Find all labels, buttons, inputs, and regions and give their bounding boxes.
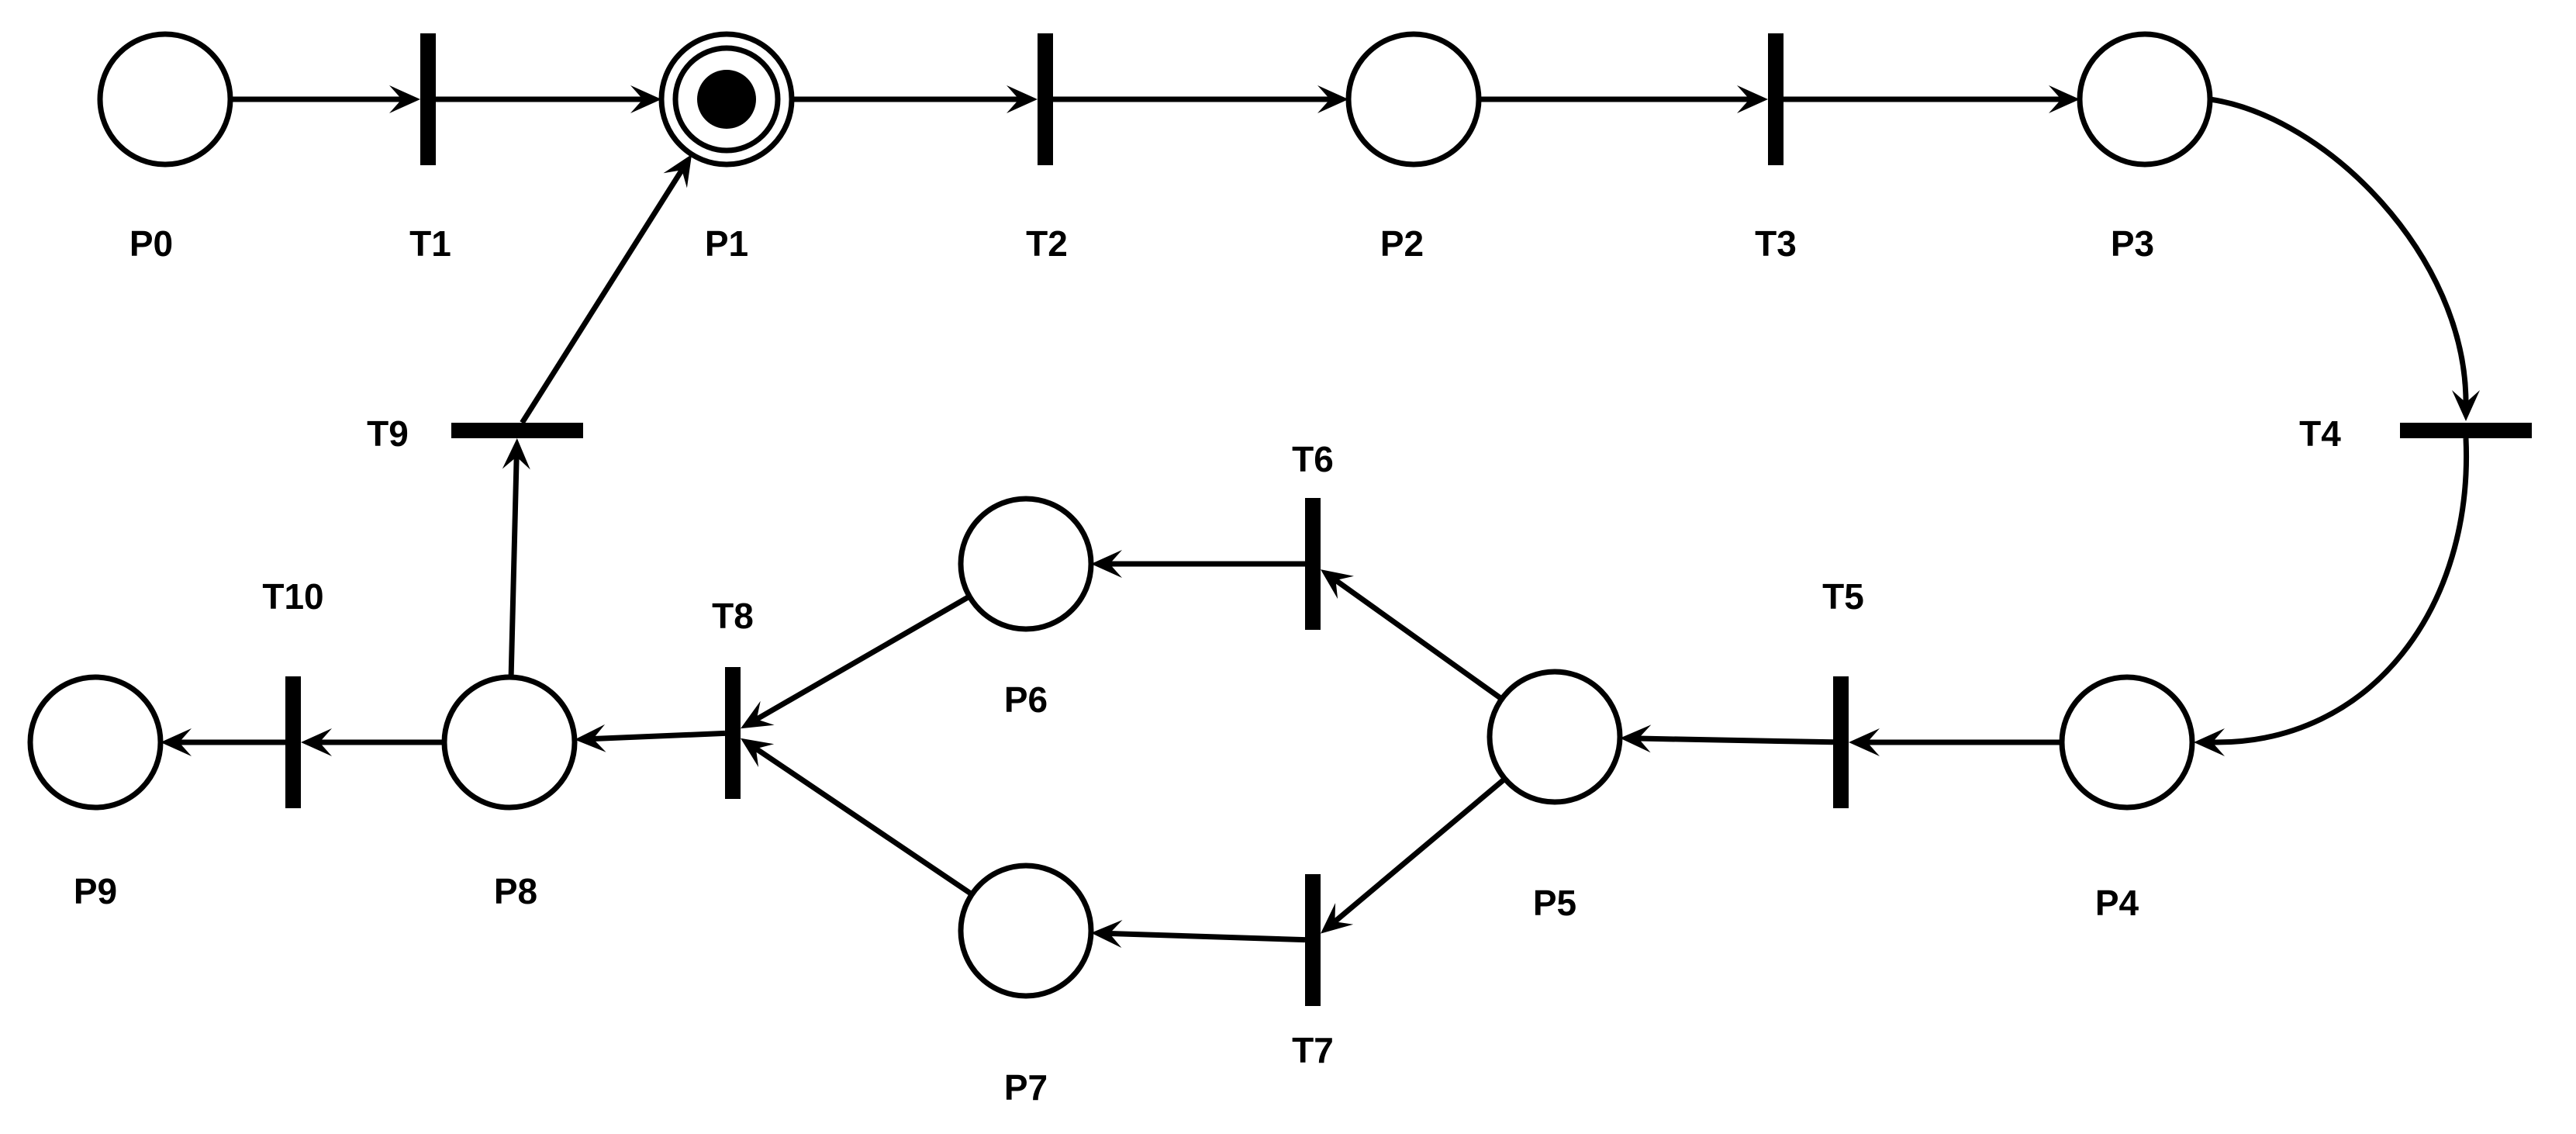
arc-p1-to-t2-arrowhead: [1007, 85, 1038, 113]
transitions-layer: [285, 33, 2532, 1006]
transition-t7-bar: [1305, 874, 1321, 1006]
arc-p0-to-t1-arrowhead: [389, 85, 420, 113]
transition-t2-label: T2: [1026, 223, 1068, 264]
place-p7-circle: [958, 863, 1094, 999]
arc-t8-to-p8-arrowhead: [574, 724, 606, 752]
arc-p3-to-t4-arrowhead: [2452, 390, 2480, 421]
transition-t1-bar: [420, 33, 436, 165]
place-p0-circle: [97, 31, 233, 168]
arc-p4-to-t5-arrowhead: [1849, 728, 1880, 756]
arc-p5-to-t7: [1333, 776, 1507, 924]
arc-p7-to-t8: [754, 746, 974, 897]
arc-t5-to-p5-arrowhead: [1620, 724, 1652, 753]
place-p9-circle: [27, 674, 164, 811]
transition-t7-label: T7: [1292, 1030, 1334, 1070]
arc-p5-to-t6: [1334, 578, 1504, 702]
place-p3-label: P3: [2111, 223, 2154, 264]
place-p4-label: P4: [2095, 883, 2139, 923]
place-p4-circle: [2059, 674, 2195, 811]
arc-p7-to-t8-arrowhead: [741, 738, 775, 767]
transition-t4-label: T4: [2299, 413, 2341, 454]
arc-t3-to-p3-arrowhead: [2049, 85, 2080, 113]
arc-t1-to-p1-arrowhead: [630, 85, 661, 113]
place-p1-token: [697, 70, 756, 129]
place-p3-circle: [2077, 31, 2213, 168]
arc-t9-to-p1-arrowhead: [663, 154, 692, 188]
places-layer: [27, 31, 2213, 999]
arc-p8-to-t10-arrowhead: [301, 728, 332, 756]
transition-t10-label: T10: [262, 576, 323, 617]
transition-t3-label: T3: [1755, 223, 1797, 264]
arc-t6-to-p6-arrowhead: [1091, 550, 1122, 578]
transition-t1-label: T1: [409, 223, 451, 264]
arc-t8-to-p8: [592, 730, 726, 742]
transition-t4-bar: [2400, 423, 2532, 438]
arc-p5-to-t7-arrowhead: [1321, 903, 1354, 934]
arc-p6-to-t8: [755, 593, 971, 722]
transition-t5-label: T5: [1822, 576, 1864, 617]
place-p0-label: P0: [129, 223, 173, 264]
place-p1-inner-ring: [672, 45, 781, 154]
arc-p3-to-t4: [2209, 96, 2469, 403]
transition-t8-bar: [725, 667, 741, 799]
arc-t7-to-p7: [1109, 931, 1306, 943]
arc-p8-to-t9: [508, 456, 520, 678]
transition-t6-label: T6: [1292, 439, 1334, 479]
arc-p6-to-t8-arrowhead: [741, 700, 775, 729]
transition-t3-bar: [1768, 33, 1784, 165]
arc-t9-to-p1: [520, 168, 685, 424]
arc-t4-to-p4-arrowhead: [2194, 728, 2225, 756]
place-p2-circle: [1345, 31, 1482, 168]
transition-t5-bar: [1833, 676, 1849, 808]
arcs-layer: [161, 85, 2480, 948]
place-p5-label: P5: [1533, 883, 1576, 923]
arc-t7-to-p7-arrowhead: [1091, 920, 1123, 948]
place-p1-label: P1: [705, 223, 748, 264]
arc-t10-to-p9-arrowhead: [161, 728, 192, 756]
arc-t5-to-p5: [1638, 735, 1834, 745]
place-p6-label: P6: [1004, 679, 1048, 720]
arc-t2-to-p2-arrowhead: [1317, 85, 1348, 113]
transition-t9-bar: [451, 423, 583, 438]
place-p2-label: P2: [1380, 223, 1424, 264]
transition-t2-bar: [1038, 33, 1053, 165]
transition-t9-label: T9: [367, 413, 409, 454]
transition-t10-bar: [285, 676, 301, 808]
arc-t4-to-p4: [2212, 437, 2470, 745]
transition-t8-label: T8: [712, 596, 754, 636]
place-p6-circle: [958, 496, 1094, 632]
arc-p5-to-t6-arrowhead: [1321, 569, 1354, 600]
arc-p8-to-t9-arrowhead: [502, 438, 530, 470]
place-p7-label: P7: [1004, 1067, 1048, 1108]
place-p5-circle: [1487, 669, 1623, 805]
place-p8-label: P8: [494, 871, 537, 911]
transition-t6-bar: [1305, 498, 1321, 630]
place-p8-circle: [441, 674, 578, 811]
place-p9-label: P9: [74, 871, 117, 911]
arc-p2-to-t3-arrowhead: [1737, 85, 1768, 113]
